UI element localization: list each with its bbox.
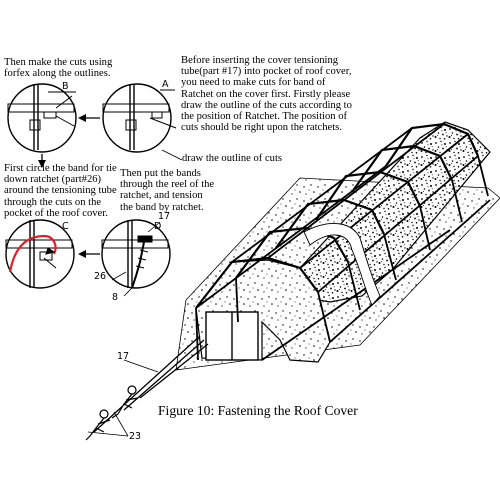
detail-b <box>7 83 77 153</box>
cut-step-line: Then make the cuts using <box>4 57 113 68</box>
part-26-label: 26 <box>94 271 107 282</box>
circle-step-line: First circle the band for tie <box>4 163 117 174</box>
arrow-d-to-c <box>78 250 100 258</box>
circle-step-line: pocket of the roof cover. <box>4 207 108 219</box>
cut-step-line: forfex along the outlines. <box>4 68 111 80</box>
detail-a <box>102 83 177 153</box>
detail-leaders <box>111 149 183 297</box>
cut-step-text: Then make the cuts using forfex along th… <box>4 57 112 79</box>
part-8-label: 8 <box>112 292 119 303</box>
detail-c-label: C <box>62 221 69 232</box>
intro-line: Before inserting the cover tensioning <box>181 55 339 66</box>
leader-lines <box>87 359 159 437</box>
part-17-label: 17 <box>117 351 130 362</box>
circle-step-line: down ratchet (part#26) <box>4 174 102 186</box>
band-step-text: Then put the bands through the reel of t… <box>120 168 214 213</box>
purlins <box>195 123 491 361</box>
detail-b-label: B <box>62 81 69 92</box>
part-23-label: 23 <box>129 431 142 442</box>
intro-text: Before inserting the cover tensioning tu… <box>181 55 352 133</box>
draw-note: draw the outline of cuts <box>182 153 283 164</box>
circle-step-line: around the tensioning tube <box>4 185 117 197</box>
arrow-a-to-b <box>78 114 100 122</box>
figure-caption: Figure 10: Fastening the Roof Cover <box>158 403 358 418</box>
band-step-line: Then put the bands <box>120 168 201 179</box>
circle-step-line: through the cuts on the <box>4 196 102 208</box>
intro-line: you need to make cuts for band of <box>181 77 326 89</box>
band-step-line: the band by ratchet. <box>120 201 204 213</box>
detail-d-label: D <box>154 221 162 232</box>
detail-c <box>5 219 75 289</box>
workers <box>85 385 139 441</box>
detail-a-label: A <box>162 79 169 90</box>
front-door-frame <box>205 311 259 361</box>
part-17-detail-label: 17 <box>158 211 171 222</box>
roof-cover-being-pulled <box>303 223 381 306</box>
band-step-line: ratchet, and tension <box>120 190 203 202</box>
side-legs <box>195 155 489 361</box>
arrow-b-to-c <box>38 154 46 168</box>
intro-line: the position of Ratchet. The position of <box>181 111 348 123</box>
intro-line: tube(part #17) into pocket of roof cover… <box>181 66 352 78</box>
intro-line: Ratchet on the cover first. Firstly plea… <box>181 88 351 100</box>
circle-step-text: First circle the band for tie down ratch… <box>4 163 117 219</box>
intro-line: draw the outline of the cuts according t… <box>181 99 352 111</box>
detail-d <box>101 219 171 289</box>
band-step-line: through the reel of the <box>120 179 215 191</box>
intro-line: cuts should be right upon the ratchets. <box>181 122 342 134</box>
